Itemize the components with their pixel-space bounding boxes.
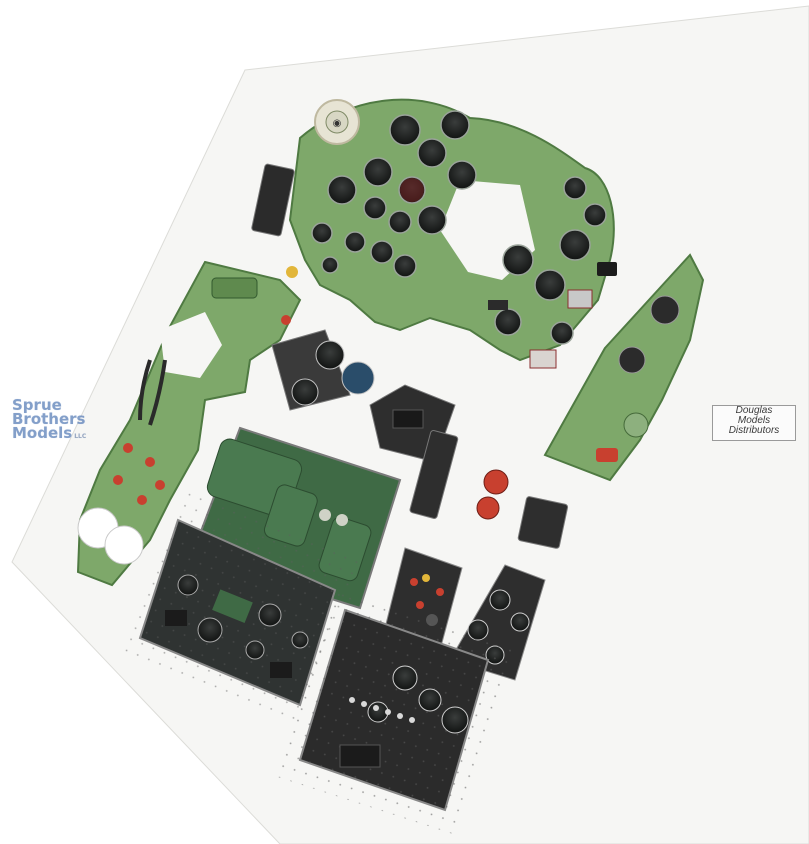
watermark-left-line2: Brothers <box>12 410 86 428</box>
narrow-black-strip <box>409 429 459 519</box>
main-instrument-panel <box>288 98 617 369</box>
watermark-right-line2: Models <box>737 415 771 426</box>
small-black-tag <box>251 163 295 237</box>
right-side-console <box>543 253 705 482</box>
small-black-box <box>517 496 569 549</box>
red-crank-parts <box>476 469 509 520</box>
svg-text:◉: ◉ <box>333 118 342 129</box>
lower-left-switch-panel <box>113 489 367 731</box>
compass-decal: ◉ <box>314 99 360 145</box>
dial-box <box>271 329 375 411</box>
watermark-right-line3: Distributors <box>728 425 780 436</box>
left-side-console <box>76 260 302 587</box>
watermark-left-line1: Sprue <box>12 396 62 414</box>
douglas-models-watermark: Douglas Models Distributors <box>712 405 796 441</box>
lower-center-black-panel <box>273 585 517 835</box>
watermark-left-suffix: LLC <box>74 433 87 440</box>
watermark-right-line1: Douglas <box>735 405 773 416</box>
